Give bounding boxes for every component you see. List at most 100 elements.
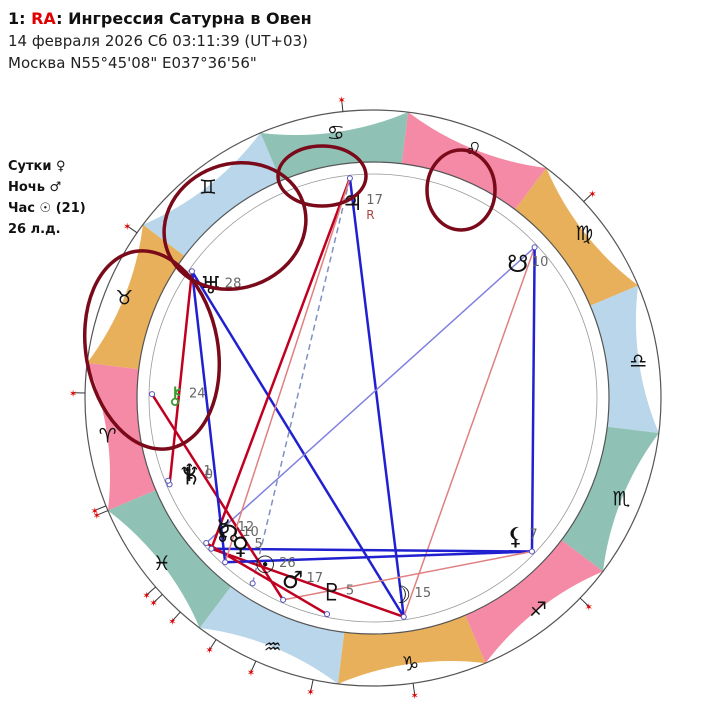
aspect-line [210,177,352,550]
planet-point-lilith [528,548,535,555]
planet-point-chiron [149,391,156,398]
planet-point-neptune [165,477,172,484]
virgo-icon: ♍ [575,221,593,245]
chart-tag: RA [31,9,57,28]
planet-point-pluto [324,611,331,618]
pluto-degree-label: 5 [346,584,354,599]
side-info-label: 26 л.д. [8,222,61,237]
star-marker-icon: ✶ [337,96,345,107]
planet-layer: ☽15✶♇5✶⚸7✶♂17✶☉26✶♀5✶☊10✶☿12✶♄0✶♆1✶⚷24✶♅… [69,96,597,702]
gemini-icon: ♊ [199,175,217,199]
inner-ring [136,161,610,635]
lilith-icon: ⚸ [507,523,525,551]
chart-header: 1: RA: Ингрессия Сатурна в Овен 14 февра… [8,8,428,74]
star-marker-icon: ✶ [411,691,419,702]
star-marker-icon: ✶ [588,189,596,200]
planet-outer-tick [341,99,344,112]
sun-icon: ☉ [254,551,276,579]
chart-datetime: 14 февраля 2026 Сб 03:11:39 (UT+03) [8,32,308,50]
mars-degree-label: 17 [306,571,323,586]
planet-outer-tick [583,193,593,202]
star-marker-icon: ✶ [306,687,314,698]
libra-icon: ♎ [629,349,647,373]
zodiac-sector-sagittarius [465,540,604,664]
star-marker-icon: ✶ [585,602,593,613]
node-icon: ☊ [218,520,239,548]
side-info-day: Сутки ♀ [8,156,118,177]
cancer-icon: ♋ [327,121,345,145]
aspect-line [205,541,328,616]
highlight-circles [82,144,497,451]
neptune-icon: ♆ [179,459,201,487]
mercury-degree-label: 12 [238,520,255,535]
node-degree-label: 10 [242,525,259,540]
pluto-icon: ♇ [321,579,343,607]
side-info-label: Час [8,201,35,216]
saturn-icon: ♄ [180,462,202,490]
planet-point-venus [222,559,229,566]
aspect-line [205,246,536,544]
side-info-lunar-day: 26 л.д. [8,219,118,240]
jupiter-retrograde-label: R [366,208,374,222]
mars-icon: ♂ [49,180,62,195]
aries-icon: ♈ [99,423,117,447]
chart-title: 1: RA: Ингрессия Сатурна в Овен [8,8,428,30]
aspect-line [210,547,405,619]
star-marker-icon: ✶ [142,591,150,602]
side-info-label: Сутки [8,159,52,174]
capricorn-icon: ♑ [401,651,419,675]
planet-outer-tick [579,597,590,607]
highlight-circle-moon [276,144,368,208]
south-node-degree-label: 10 [532,255,549,270]
planet-outer-tick [310,679,314,692]
planet-outer-tick [94,505,107,511]
mercury-icon: ☿ [216,515,231,543]
uranus-icon: ♅ [200,271,222,299]
zodiac-sector-pisces [107,490,231,629]
aquarius-icon: ♒ [264,634,282,658]
star-marker-icon: ✶ [247,668,255,679]
zodiac-sector-virgo [515,167,639,306]
sagittarius-icon: ♐ [529,597,547,621]
planet-point-mars [280,596,287,603]
planet-point-sun [249,580,256,587]
star-marker-icon: ✶ [205,646,213,657]
planet-outer-tick [126,225,138,234]
planet-point-south-node [531,244,538,251]
mars-icon: ♂ [282,566,304,594]
star-marker-icon: ✶ [69,389,77,400]
outer-ring [84,109,662,687]
planet-point-uranus [188,268,195,275]
jupiter-degree-label: 17 [366,193,383,208]
star-marker-icon: ✶ [168,617,176,628]
chiron-degree-label: 24 [189,387,206,402]
side-info-hour: Час ☉ (21) [8,198,118,219]
star-marker-icon: ✶ [93,511,101,522]
moon-degree-label: 15 [415,586,432,601]
planet-outer-tick [209,639,217,650]
star-marker-icon: ✶ [91,506,99,517]
lilith-degree-label: 7 [529,528,537,543]
chart-title-text: : Ингрессия Сатурна в Овен [56,9,312,28]
neptune-degree-label: 1 [203,464,211,479]
side-info-extra: (21) [55,201,86,216]
aspect-line [211,547,532,553]
taurus-icon: ♉ [116,286,134,310]
degree-ring [148,173,598,623]
aspect-line [224,177,351,563]
south-node-icon: ☋ [507,250,528,278]
planet-point-jupiter [346,175,353,182]
highlight-circle-sun-mars [162,160,308,292]
planet-point-mercury [203,539,210,546]
planet-outer-tick [412,683,416,696]
chart-location: Москва N55°45'08" E037°36'56" [8,54,257,72]
saturn-degree-label: 0 [205,467,213,482]
venus-icon: ♀ [232,532,250,560]
sun-icon: ☉ [39,201,52,216]
pisces-icon: ♓ [153,551,171,575]
planet-outer-tick [250,660,257,673]
planet-outer-tick [153,594,163,603]
aspect-line [530,247,536,552]
side-info-label: Ночь [8,180,45,195]
